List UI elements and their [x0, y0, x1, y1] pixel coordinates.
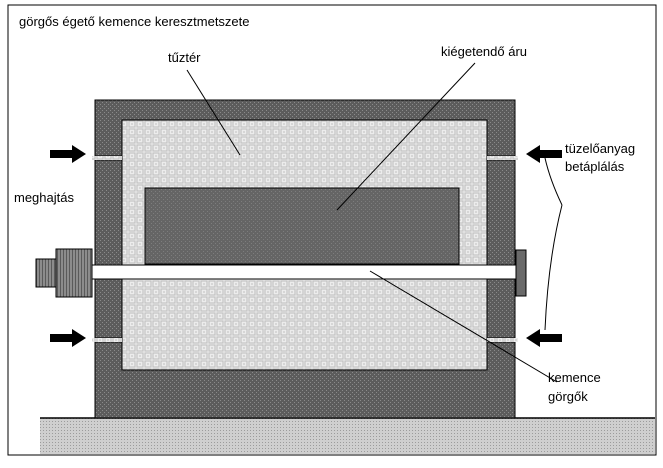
label-drive: meghajtás [14, 190, 74, 205]
drive-motor [35, 248, 93, 298]
label-firing-space: tűztér [168, 50, 201, 65]
fuel-arrows [50, 145, 562, 347]
arrow-right-lower [526, 329, 562, 347]
label-product: kiégetendő áru [441, 44, 527, 59]
label-fuel-line2: betáplálás [565, 159, 625, 174]
left-upper-inlet [92, 156, 122, 160]
right-lower-inlet [487, 338, 518, 342]
label-fuel-line1: tüzelőanyag [565, 141, 635, 156]
arrow-left-upper [50, 145, 86, 163]
label-rollers-line2: görgők [548, 389, 588, 404]
leader-lines [186, 62, 563, 383]
label-rollers-line1: kemence [548, 370, 601, 385]
left-lower-inlet [92, 338, 122, 342]
arrow-left-lower [50, 329, 86, 347]
roller-bearing [515, 249, 527, 297]
roller-shaft [87, 264, 521, 280]
ground [40, 418, 655, 454]
product-load [144, 187, 460, 265]
diagram-title: görgős égető kemence keresztmetszete [19, 14, 250, 29]
arrow-right-upper [526, 145, 562, 163]
right-upper-inlet [487, 156, 518, 160]
